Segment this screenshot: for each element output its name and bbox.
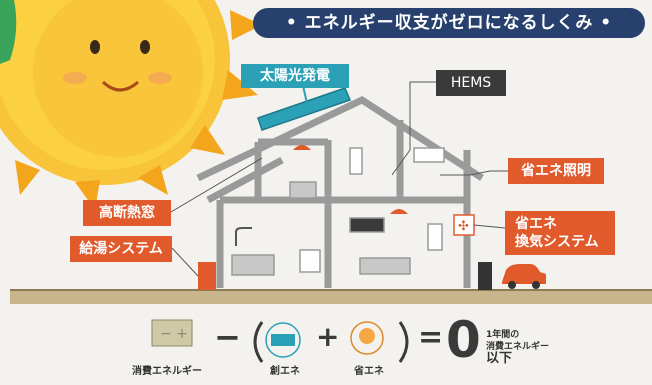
note-line1: 1年間の (486, 330, 520, 340)
label-ventilation: 省エネ 換気システム (505, 211, 615, 255)
water-heater (198, 262, 216, 290)
plus-sign: + (316, 320, 340, 353)
label-water-system: 給湯システム (70, 236, 172, 262)
note-line3: 以下 (486, 351, 513, 366)
lamp-icon (293, 145, 408, 214)
car-icon (502, 264, 546, 289)
ground (10, 290, 652, 304)
label-vent-line2: 換気システム (515, 234, 599, 250)
page-title: • エネルギー収支がゼロになるしくみ • (253, 8, 645, 38)
create-energy-label: 創エネ (270, 366, 300, 377)
save-energy-label: 省エネ (354, 366, 384, 377)
solar-panel (257, 87, 352, 131)
equals-sign: = (418, 320, 444, 355)
note-line2: 消費エネルギー (486, 342, 550, 352)
sun-icon (0, 0, 262, 210)
svg-text:− +: − + (160, 326, 188, 342)
lightbulb-icon (350, 321, 384, 355)
annual-note: 1年間の 消費エネルギー 以下 (486, 329, 549, 365)
battery-icon: − + (151, 319, 193, 347)
label-lighting: 省エネ照明 (508, 158, 604, 184)
zero-value: 0 (446, 311, 481, 369)
label-window: 高断熱窓 (83, 200, 171, 226)
svg-text:✣: ✣ (458, 219, 469, 234)
label-solar: 太陽光発電 (241, 64, 349, 88)
minus-sign: − (214, 318, 241, 356)
shower-icon (235, 227, 252, 246)
label-vent-line1: 省エネ (515, 216, 557, 232)
label-hems: HEMS (436, 70, 506, 96)
consumption-label: 消費エネルギー (132, 366, 202, 377)
solar-panel-icon (265, 322, 301, 358)
